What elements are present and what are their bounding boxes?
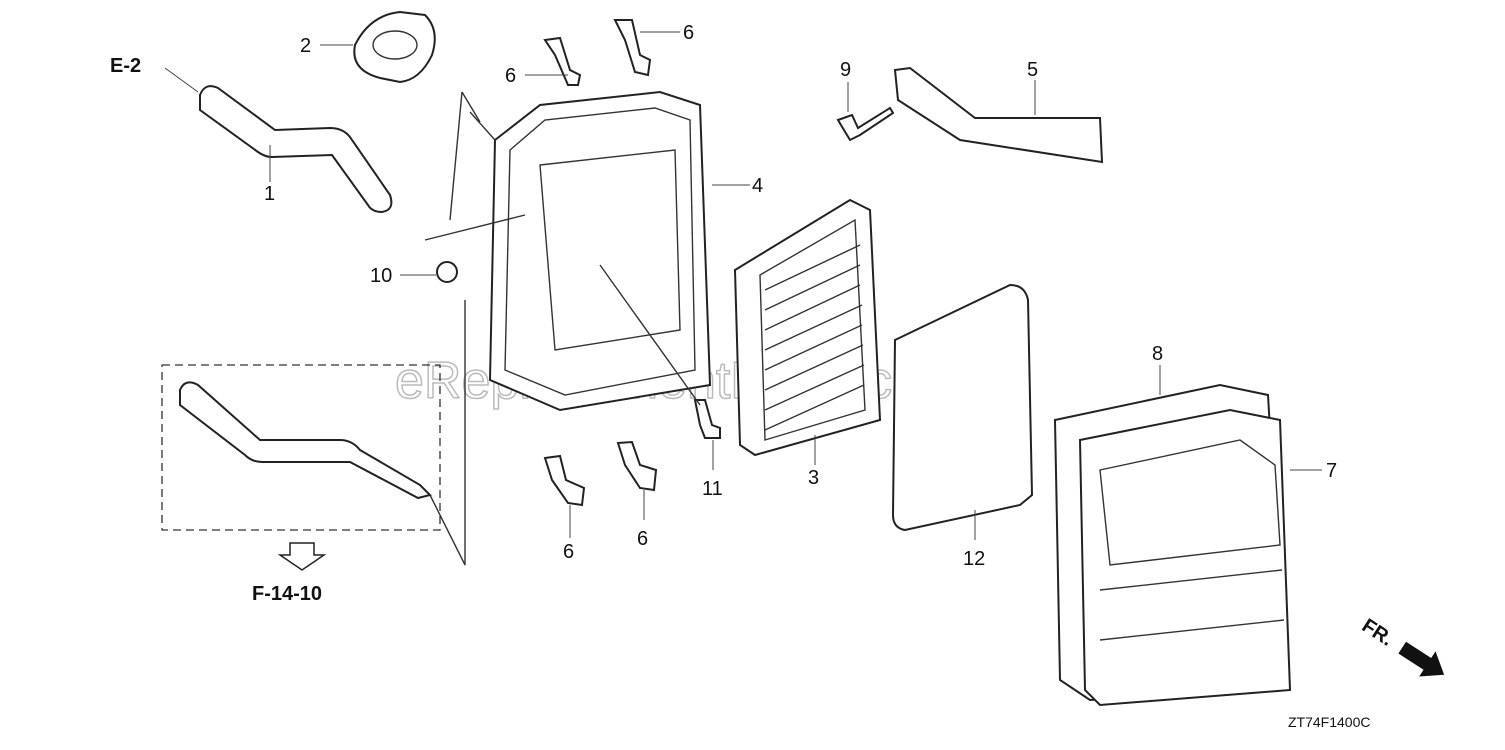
bolt-part-9[interactable] xyxy=(836,106,895,142)
callout-4: 4 xyxy=(752,175,763,197)
clip-part-6b[interactable] xyxy=(613,19,652,77)
stay-part-5[interactable] xyxy=(893,66,1104,164)
callout-5: 5 xyxy=(1027,59,1038,81)
nut-part-10[interactable] xyxy=(436,261,458,283)
down-arrow-icon xyxy=(277,542,327,571)
callout-12: 12 xyxy=(963,548,985,570)
callout-8: 8 xyxy=(1152,343,1163,365)
clip-part-6c[interactable] xyxy=(543,454,586,507)
reference-e2[interactable]: E-2 xyxy=(110,55,141,77)
front-indicator: FR. xyxy=(1358,615,1397,651)
callout-6a: 6 xyxy=(505,65,516,87)
callout-6c: 6 xyxy=(563,541,574,563)
clip-part-6d[interactable] xyxy=(616,440,658,492)
diagram-code: ZT74F1400C xyxy=(1288,714,1370,730)
callout-6d: 6 xyxy=(637,528,648,550)
callout-6b: 6 xyxy=(683,22,694,44)
callout-2: 2 xyxy=(300,35,311,57)
callout-3: 3 xyxy=(808,467,819,489)
foam-element-part-12[interactable] xyxy=(891,283,1034,532)
callout-1: 1 xyxy=(264,183,275,205)
callout-10: 10 xyxy=(370,265,392,287)
gasket-part-2[interactable] xyxy=(353,10,436,84)
callout-9: 9 xyxy=(840,59,851,81)
filter-element-part-3[interactable] xyxy=(733,198,882,457)
air-cleaner-case-part-4[interactable] xyxy=(488,90,712,412)
tube-part-1[interactable] xyxy=(199,85,393,214)
front-arrow-icon xyxy=(1398,641,1445,677)
callout-7: 7 xyxy=(1326,460,1337,482)
clip-part-6a[interactable] xyxy=(543,36,582,86)
cover-part-7[interactable] xyxy=(1078,408,1292,707)
callout-11: 11 xyxy=(702,478,723,500)
bolt-part-11[interactable] xyxy=(693,399,721,439)
reference-f-14-10[interactable]: F-14-10 xyxy=(252,583,322,605)
